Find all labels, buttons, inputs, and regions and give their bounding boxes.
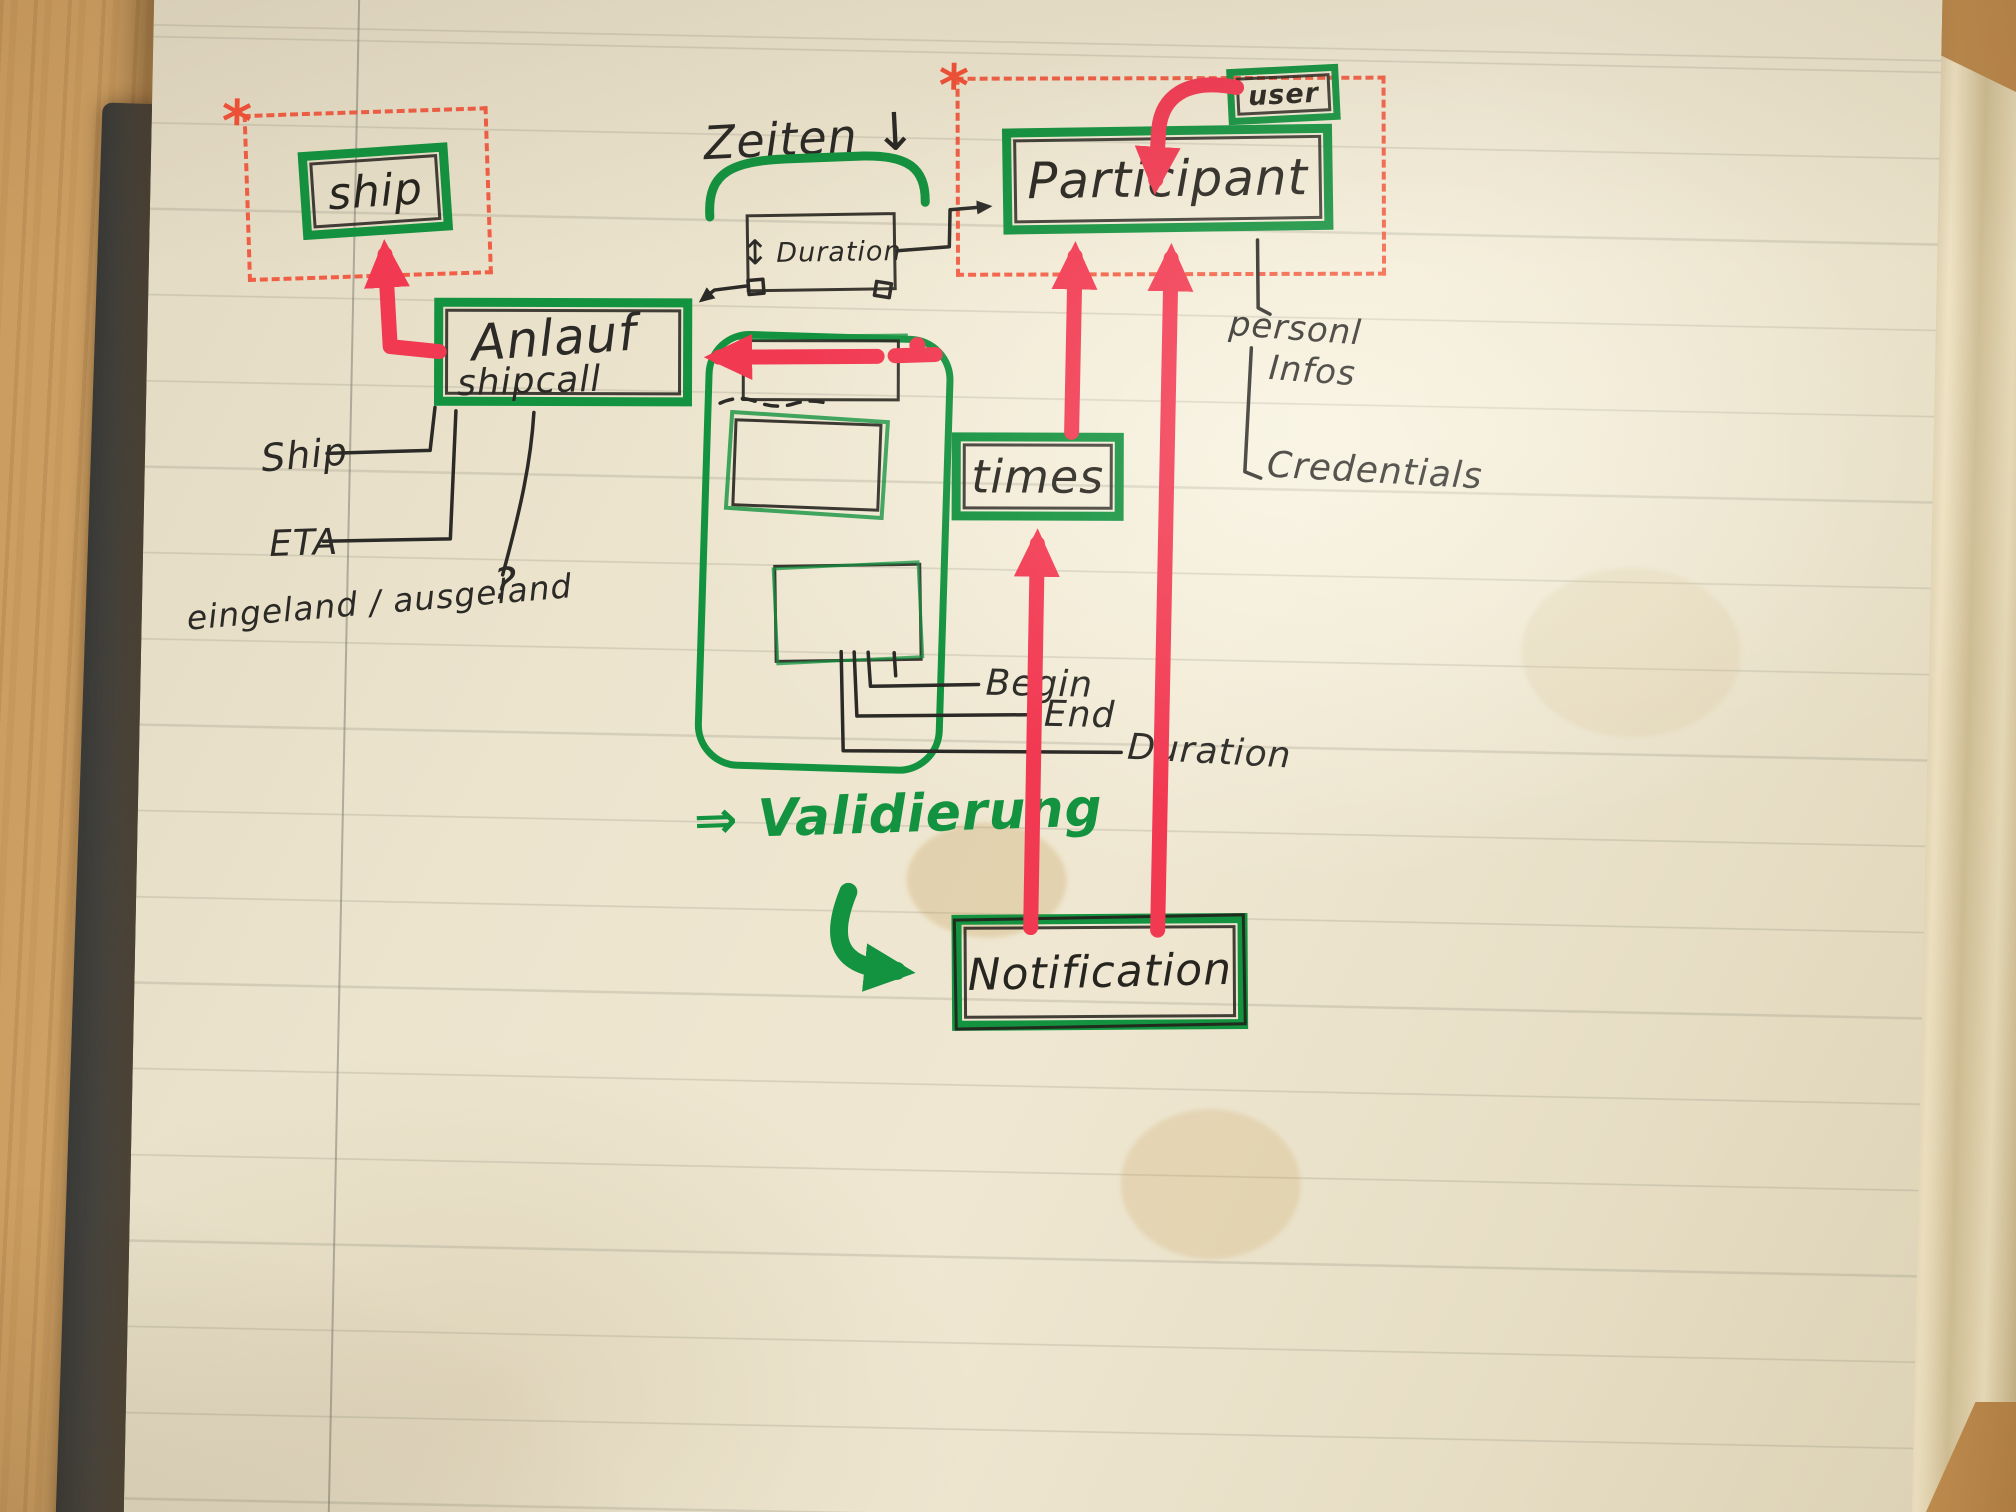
entity-participant-label: Participant [1026,148,1309,211]
time-slot-box-1 [741,339,900,402]
implies-arrow-icon: ⇒ [693,790,740,852]
time-slot-box-3 [773,562,923,663]
entity-notification-label: Notification [966,943,1233,1001]
time-slot-box-2 [731,418,883,512]
asterisk-participant: * [937,51,971,121]
asterisk-ship: * [221,87,254,156]
attr-end: End [1043,693,1116,737]
entity-times: times [951,432,1124,521]
entity-participant: Participant [1001,123,1334,235]
duration-box-label: Duration [776,235,902,269]
zeiten-note-text: Zeiten [702,108,859,171]
notebook-page: * * ship user Participant ↕ Duration Anl… [122,0,1943,1512]
entity-user-label: user [1247,77,1320,112]
entity-ship: ship [297,142,454,241]
question-mark: ? [491,558,518,611]
entity-user: user [1226,63,1341,126]
attr-ship: Ship [259,429,350,481]
attr-eta: ETA [268,521,339,565]
entity-ship-label: ship [326,162,425,220]
entity-anlauf-sublabel: shipcall [456,358,602,405]
updown-arrow-icon: ↕ [740,232,771,274]
validation-note-text: Validierung [756,778,1104,850]
entity-anlauf: Anlauf shipcall [433,297,693,407]
attr-personal-infos: personl Infos [1225,304,1364,395]
down-arrow-icon: ↓ [871,101,920,164]
entity-times-label: times [971,449,1105,504]
entity-notification: Notification [951,913,1249,1031]
duration-box: ↕ Duration [741,212,902,293]
zeiten-note: Zeiten ↓ [702,102,919,173]
